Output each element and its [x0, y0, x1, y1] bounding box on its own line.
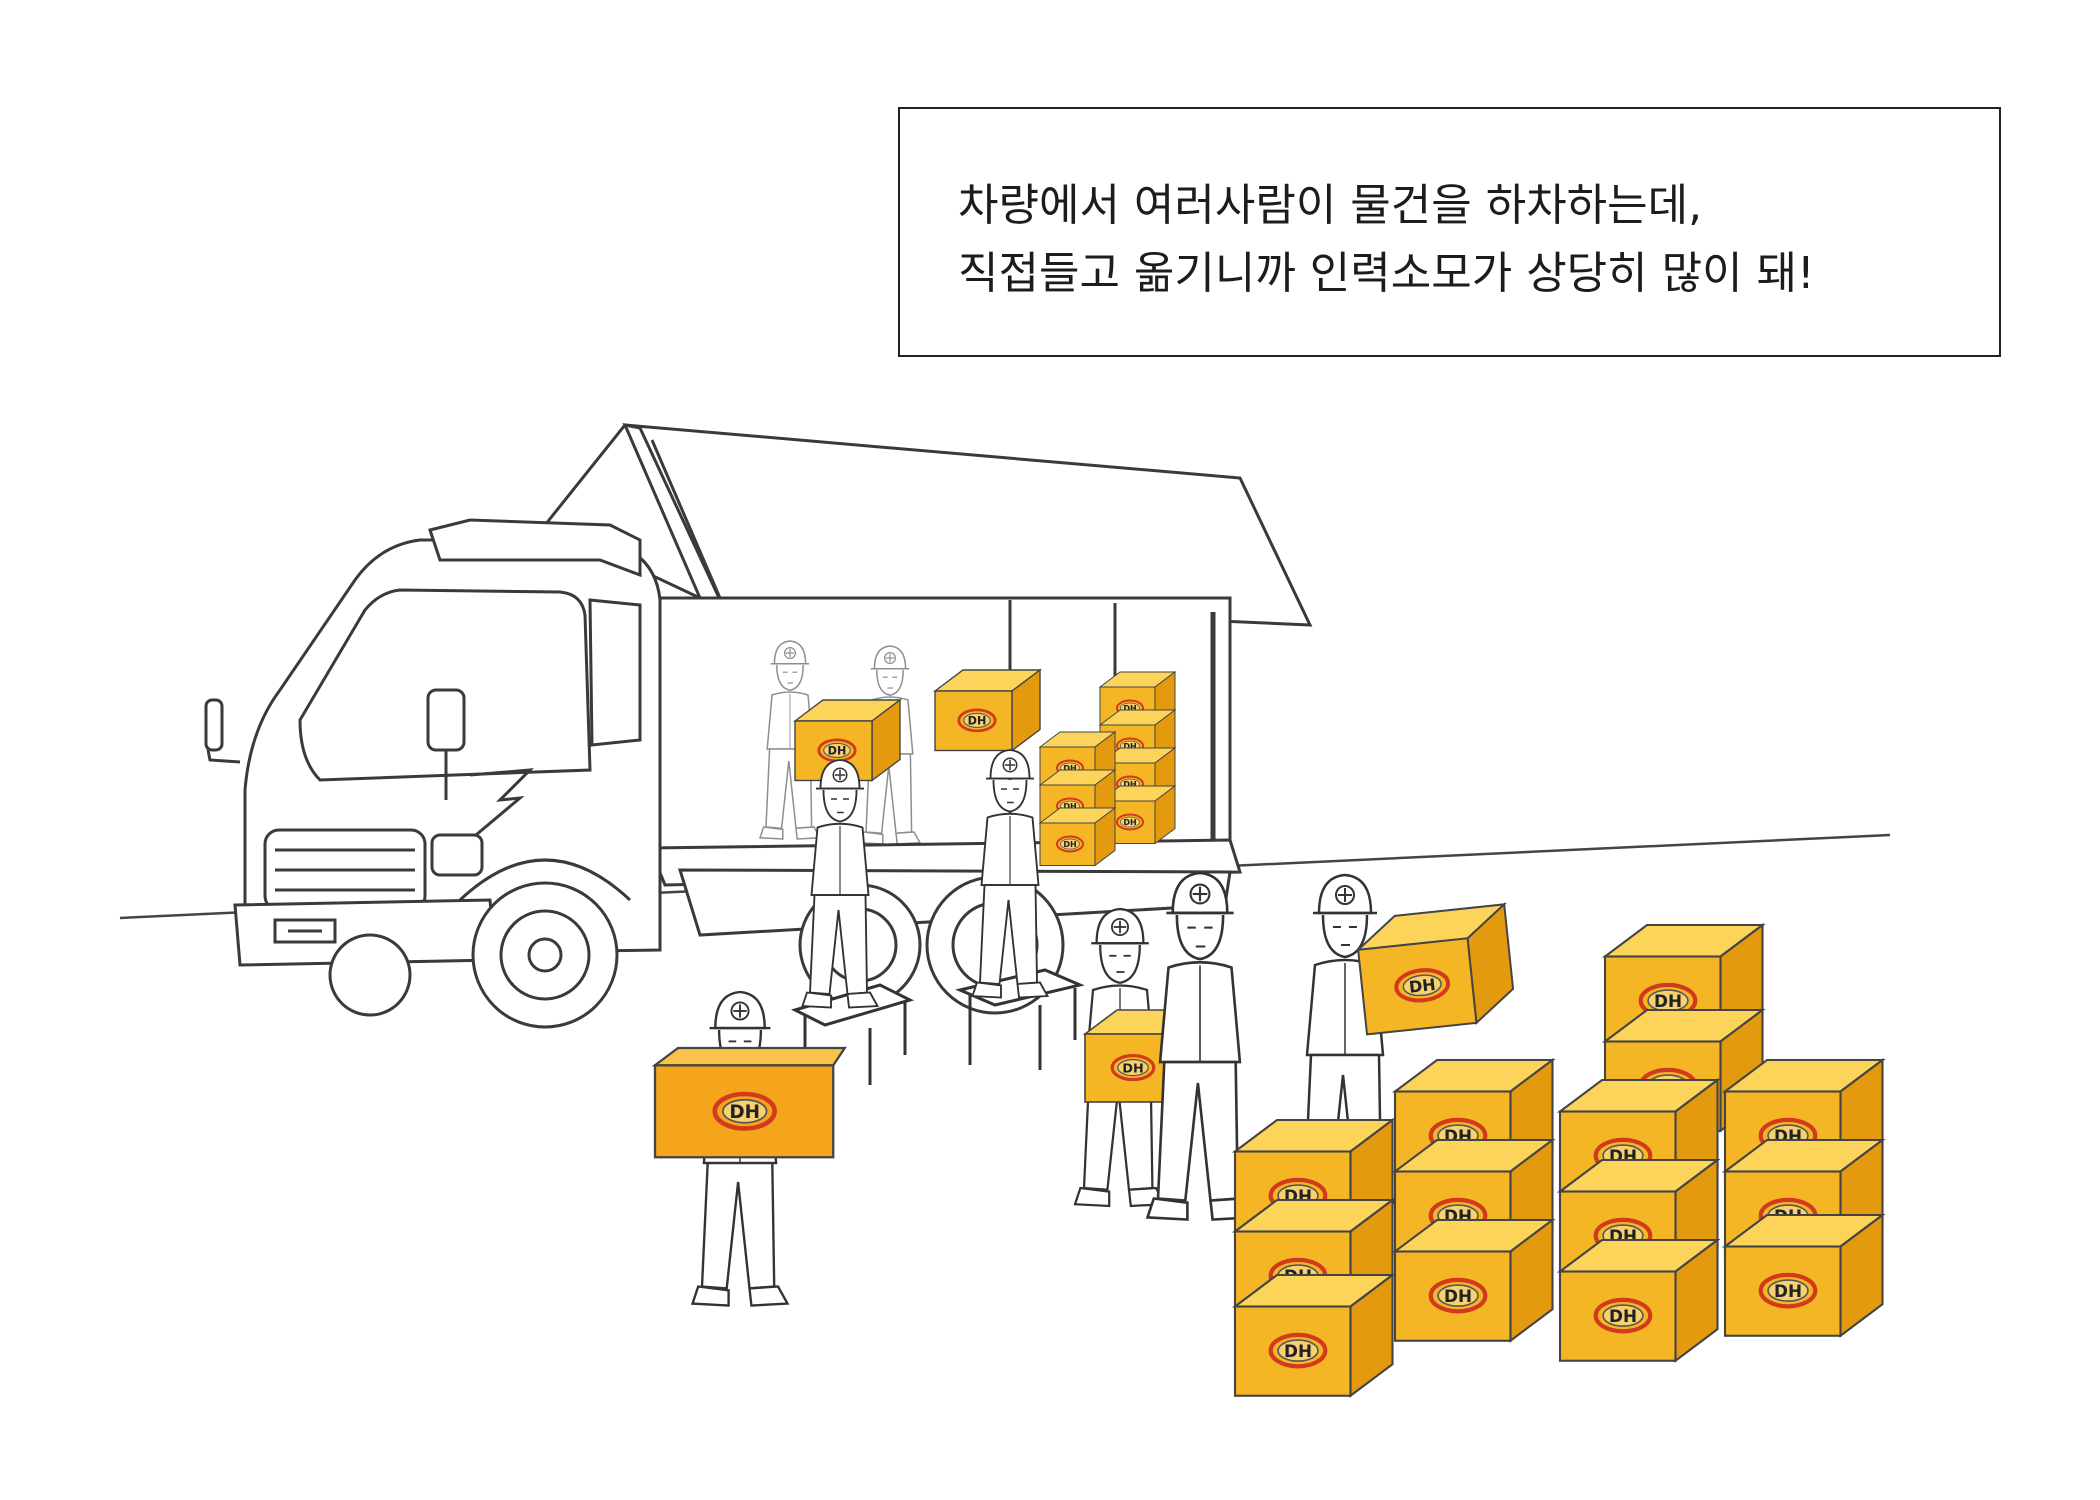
caption-line-1: 차량에서 여러사람이 물건을 하차하는데, [958, 180, 1703, 231]
caption-line-2: 직접들고 옮기니까 인력소모가 상당히 많이 돼! [958, 248, 1815, 299]
worker-carrying-box-left [651, 990, 847, 1307]
truck [204, 422, 1313, 1029]
box-stack-4 [1725, 1060, 1883, 1336]
box-stack-1 [1235, 1120, 1393, 1396]
speech-caption-box: 차량에서 여러사람이 물건을 하차하는데, 직접들고 옮기니까 인력소모가 상당… [898, 107, 2001, 357]
box-stack-2 [1395, 1060, 1553, 1341]
box-stack-3 [1560, 1080, 1718, 1361]
